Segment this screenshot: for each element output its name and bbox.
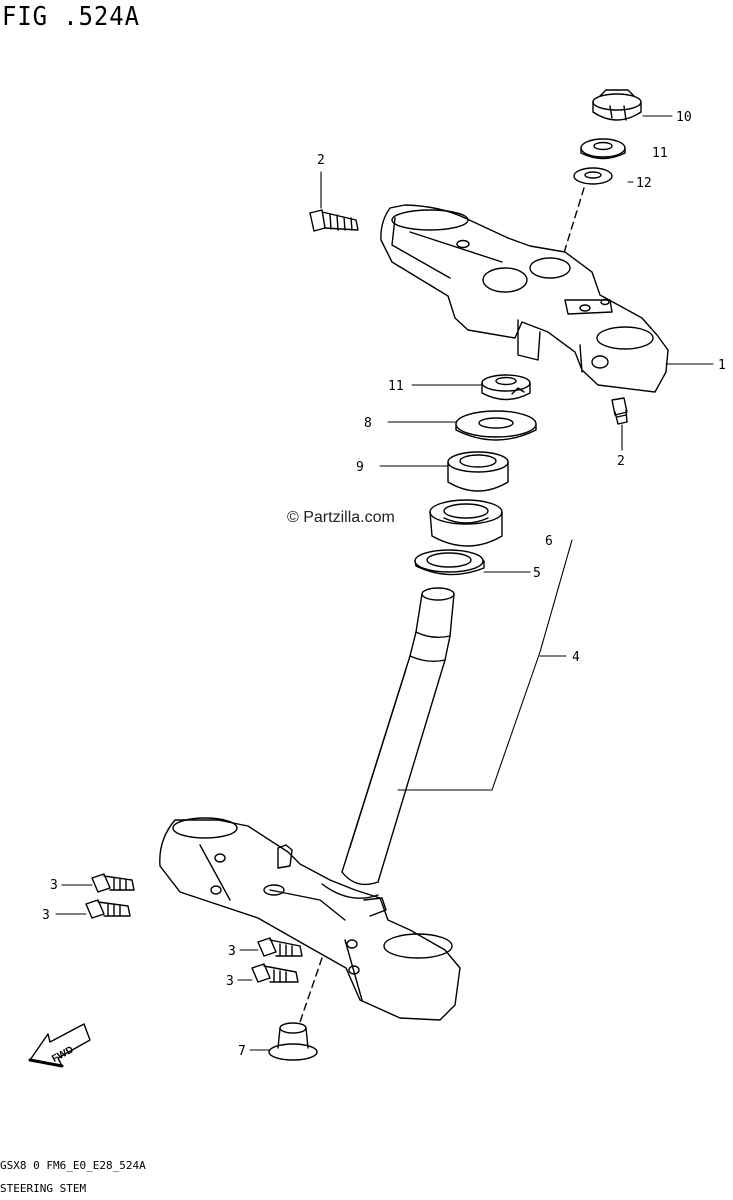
cap-part-7: [268, 1022, 318, 1061]
callout-9: 11: [652, 146, 668, 161]
seal-part-13: [447, 451, 509, 492]
washer-part-10: [573, 167, 613, 185]
callout-12: 8: [364, 416, 372, 431]
bolt-part-2-upper: [309, 209, 359, 232]
bolt-part-3-c: [257, 937, 303, 957]
nut-part-8: [592, 89, 642, 121]
callout-6: 6: [545, 534, 553, 549]
callout-10: 12: [636, 176, 652, 191]
callout-4: 4: [572, 650, 580, 665]
washer-part-9: [580, 138, 626, 160]
bolt-part-3-d: [251, 963, 299, 983]
steering-stem-part-4: [341, 587, 455, 886]
callout-8: 10: [676, 110, 692, 125]
callout-1: 1: [718, 358, 726, 373]
lower-bracket-part-4: [159, 817, 461, 1021]
bearing-part-6: [429, 499, 503, 547]
bolt-part-3-a: [91, 873, 135, 893]
figure-title: FIG .524A: [2, 2, 140, 32]
callout-11: 11: [388, 379, 404, 394]
upper-bracket-part-1: [380, 204, 669, 393]
footer-diagram-name: STEERING STEM: [0, 1182, 87, 1195]
callout-labels: 10 11 12 2 1 2 11 8 9 6 5 4 3 3 3 3 7: [42, 110, 726, 1059]
callout-5: 5: [533, 566, 541, 581]
seal-part-5: [414, 549, 485, 576]
callout-3-b: 3: [42, 908, 50, 923]
washer-part-12: [455, 410, 537, 441]
watermark: © Partzilla.com: [287, 509, 395, 526]
locknut-part-11: [481, 374, 531, 401]
callout-2-lower: 2: [617, 454, 625, 469]
callout-13: 9: [356, 460, 364, 475]
callout-3-a: 3: [50, 878, 58, 893]
callout-2-upper: 2: [317, 153, 325, 168]
fwd-arrow-icon: [28, 1023, 91, 1068]
callout-3-d: 3: [226, 974, 234, 989]
bolt-part-2-lower: [611, 397, 628, 425]
footer-model-code: GSX8 0 FM6_E0_E28_524A: [0, 1159, 146, 1172]
callout-7: 7: [238, 1044, 246, 1059]
callout-3-c: 3: [228, 944, 236, 959]
bolt-part-3-b: [85, 899, 131, 919]
